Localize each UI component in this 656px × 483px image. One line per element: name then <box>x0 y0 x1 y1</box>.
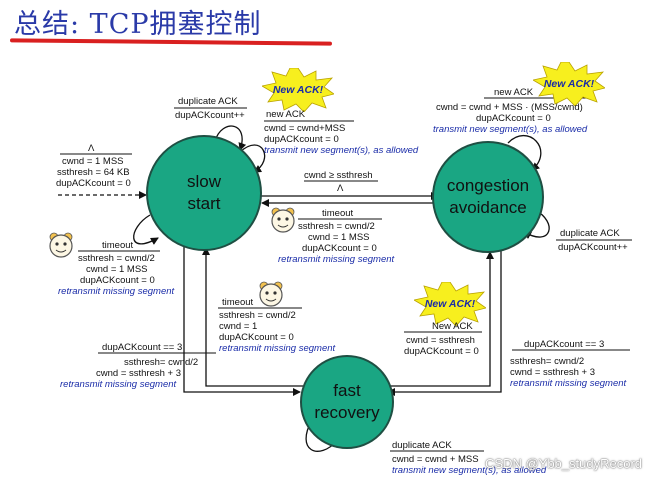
new-ack-badge-congestion-avoidance: New ACK! <box>531 61 606 107</box>
label-fr-to-ca-cwnd: cwnd = ssthresh <box>406 335 475 346</box>
arrow-ss-to-fr <box>183 238 301 396</box>
page-title: 总结: TCP拥塞控制 <box>14 9 262 40</box>
label-fr-to-ss-cwnd: cwnd = 1 <box>219 321 258 332</box>
label-ss-to-ca-cond: cwnd ≥ ssthresh <box>304 170 373 181</box>
label-fr-to-ss-dup: dupACKcount = 0 <box>219 332 294 343</box>
label-init-lambda: Λ <box>88 143 95 154</box>
starburst-icon <box>531 61 606 107</box>
label-ss-timeout-dup: dupACKcount = 0 <box>80 275 155 286</box>
loop-ca-new <box>507 135 542 171</box>
label-fr-to-ss-ssthresh: ssthresh = cwnd/2 <box>219 310 296 321</box>
loop-ss-new <box>239 144 266 173</box>
state-congestion-avoidance: congestion avoidance <box>432 141 544 253</box>
label-init-ssthresh: ssthresh = 64 KB <box>57 167 130 178</box>
starburst-icon <box>412 281 487 327</box>
arrow-ca-to-fr <box>387 250 502 396</box>
label-ss-to-fr-ssthresh: ssthresh= cwnd/2 <box>124 357 199 368</box>
label-ss-new-dup: dupACKcount = 0 <box>264 134 339 145</box>
label-ca-dup-action: dupACKcount++ <box>558 242 628 253</box>
alarm-clock-icon <box>259 281 283 307</box>
arrow-fr-to-ca <box>390 251 494 387</box>
alarm-clock-icon <box>49 232 73 258</box>
label-ca-to-fr-cwnd: cwnd = ssthresh + 3 <box>510 367 596 378</box>
starburst-icon <box>260 67 335 113</box>
label-ss-timeout-ssthresh: ssthresh = cwnd/2 <box>78 253 155 264</box>
label-ss-timeout-retx: retransmit missing segment <box>58 286 175 297</box>
label-ca-to-fr-retx: retransmit missing segment <box>510 378 627 389</box>
label-ca-new-transmit: transmit new segment(s), as allowed <box>433 124 588 135</box>
label-ca-to-fr-ssthresh: ssthresh= cwnd/2 <box>510 356 585 367</box>
state-fr-line2: recovery <box>314 403 380 422</box>
label-ca-new-cwnd: cwnd = cwnd + MSS · (MSS/cwnd) <box>436 102 583 113</box>
label-ss-to-fr-retx: retransmit missing segment <box>60 379 177 390</box>
state-ca-line2: avoidance <box>449 198 527 217</box>
state-fr-line1: fast <box>333 381 361 400</box>
label-ca-to-ss-retx: retransmit missing segment <box>278 254 395 265</box>
label-fr-dup-cwnd: cwnd = cwnd + MSS <box>392 454 479 465</box>
new-ack-text: New ACK! <box>272 83 324 96</box>
loop-ss-dup <box>214 125 247 151</box>
state-slow-start: slow start <box>146 135 262 251</box>
label-ca-to-ss-cwnd: cwnd = 1 MSS <box>308 232 370 243</box>
new-ack-badge-fast-recovery: New ACK! <box>412 281 487 327</box>
label-ss-new-transmit: transmit new segment(s), as allowed <box>264 145 419 156</box>
new-ack-text: New ACK! <box>543 77 595 90</box>
label-init-dup: dupACKcount = 0 <box>56 178 131 189</box>
label-ca-new-event: new ACK <box>494 87 534 98</box>
arrow-fr-to-ss <box>202 247 308 387</box>
label-ca-dup-event: duplicate ACK <box>560 228 620 239</box>
state-fast-recovery: fast recovery <box>300 355 394 449</box>
label-ss-new-event: new ACK <box>266 109 306 120</box>
label-ss-to-fr-cwnd: cwnd = ssthresh + 3 <box>96 368 182 379</box>
label-ca-to-fr-cond: dupACKcount == 3 <box>524 339 605 350</box>
label-ss-new-cwnd: cwnd = cwnd+MSS <box>264 123 346 134</box>
label-ca-to-ss-dup: dupACKcount = 0 <box>302 243 377 254</box>
label-ss-timeout-cwnd: cwnd = 1 MSS <box>86 264 148 275</box>
label-fr-dup-transmit: transmit new segment(s), as allowed <box>392 465 547 476</box>
state-ca-line1: congestion <box>446 176 530 195</box>
watermark: CSDN @Ybb_studyRecord <box>485 456 642 471</box>
label-fr-to-ss-event: timeout <box>222 297 254 308</box>
state-slow-start-line1: slow <box>186 172 221 191</box>
label-ss-dup-action: dupACKcount++ <box>175 110 245 121</box>
label-ss-dup-event: duplicate ACK <box>178 96 238 107</box>
label-ca-to-ss-ssthresh: ssthresh = cwnd/2 <box>298 221 375 232</box>
label-ca-new-dup: dupACKcount = 0 <box>476 113 551 124</box>
label-fr-dup-event: duplicate ACK <box>392 440 452 451</box>
label-init-cwnd: cwnd = 1 MSS <box>62 156 124 167</box>
loop-ss-timeout <box>133 214 159 245</box>
label-ss-to-fr-cond: dupACKcount == 3 <box>102 342 183 353</box>
label-ca-to-ss-event: timeout <box>322 208 354 219</box>
label-ss-timeout-event: timeout <box>102 240 134 251</box>
state-slow-start-line2: start <box>187 194 221 213</box>
alarm-clock-icon <box>271 207 295 233</box>
label-fr-to-ca-event: New ACK <box>432 321 473 332</box>
new-ack-badge-slow-start: New ACK! <box>260 67 335 113</box>
label-fr-to-ss-retx: retransmit missing segment <box>219 343 336 354</box>
label-fr-to-ca-dup: dupACKcount = 0 <box>404 346 479 357</box>
label-ss-to-ca-lambda: Λ <box>337 183 344 194</box>
new-ack-text: New ACK! <box>424 297 476 310</box>
